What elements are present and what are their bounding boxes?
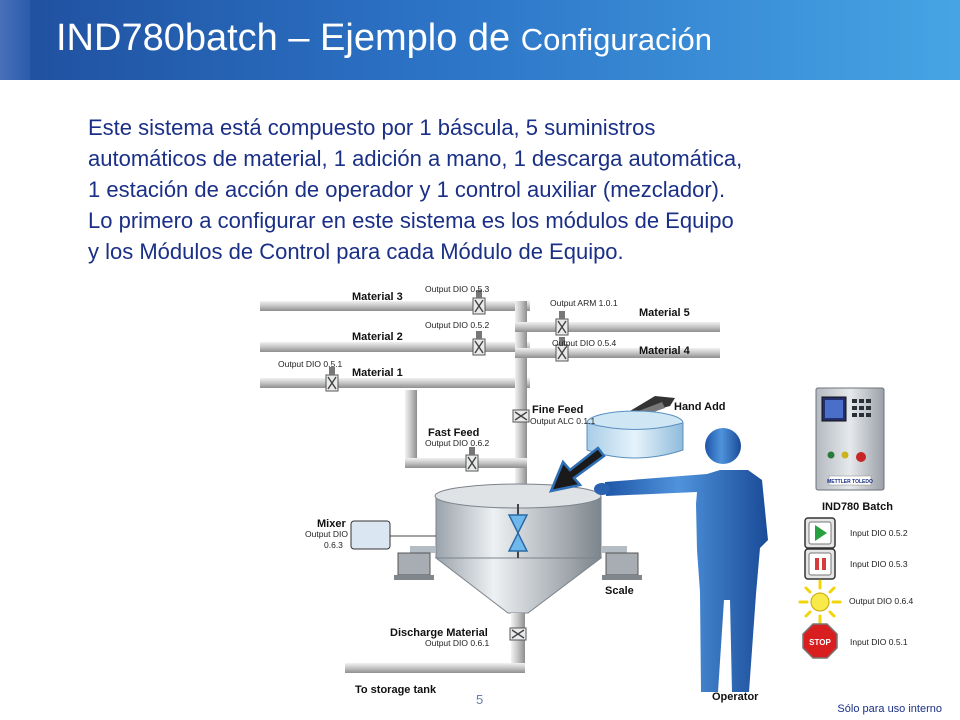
control-cabinet: METTLER TOLEDO — [815, 387, 885, 491]
label-output-dio-054: Output DIO 0.5.4 — [552, 338, 617, 348]
batch-system-diagram: METTLER TOLEDO STOP Material 3 Material — [260, 278, 960, 708]
discharge-piping — [345, 627, 527, 673]
stop-icon — [802, 623, 838, 659]
title-main: IND780batch – Ejemplo de — [56, 17, 511, 59]
mixer-blades — [507, 514, 529, 552]
label-terminal: IND780 Batch — [822, 501, 893, 513]
io-start-button — [804, 517, 836, 549]
tank-cone — [434, 557, 603, 614]
valve-fast-feed — [465, 447, 479, 472]
label-input-dio-053: Input DIO 0.5.3 — [850, 559, 908, 569]
label-scale: Scale — [605, 585, 634, 597]
valve-material-4 — [555, 337, 569, 362]
label-mixer-output-1: Output DIO — [305, 529, 348, 539]
hand-add-arrow — [548, 446, 606, 493]
label-material-1: Material 1 — [352, 367, 403, 379]
cabinet-red-button — [856, 452, 866, 462]
label-material-3: Material 3 — [352, 291, 403, 303]
description-line: 1 estación de acción de operador y 1 con… — [88, 177, 726, 202]
valve-material-1 — [325, 367, 339, 392]
label-mixer: Mixer — [317, 518, 346, 530]
description-line: Este sistema está compuesto por 1 báscul… — [88, 115, 656, 140]
internal-use-note: Sólo para uso interno — [837, 703, 942, 715]
mixer-motor-box — [350, 520, 391, 550]
label-hand-add: Hand Add — [674, 401, 726, 413]
stop-label: STOP — [809, 638, 831, 647]
io-light — [798, 579, 842, 625]
play-icon — [815, 525, 827, 541]
label-output-dio-062: Output DIO 0.6.2 — [425, 438, 490, 448]
pipe-material-3 — [260, 301, 530, 311]
terminal-keypad — [852, 399, 871, 417]
valve-material-5 — [555, 311, 569, 336]
label-input-dio-052: Input DIO 0.5.2 — [850, 528, 908, 538]
label-output-dio-051: Output DIO 0.5.1 — [278, 359, 343, 369]
label-material-4: Material 4 — [639, 345, 691, 357]
mixing-tank — [350, 483, 603, 633]
io-stop-button: STOP — [802, 623, 838, 659]
valve-discharge — [509, 627, 527, 641]
io-pause-button — [804, 548, 836, 580]
label-output-dio-061: Output DIO 0.6.1 — [425, 638, 490, 648]
scale-supports — [394, 546, 642, 580]
discharge-pipe-horizontal — [345, 663, 525, 673]
label-fast-feed: Fast Feed — [428, 427, 479, 439]
slide-title: IND780batch – Ejemplo de Configuración — [56, 17, 712, 60]
operator-head — [705, 428, 741, 464]
page-number: 5 — [476, 692, 484, 707]
diagram-svg: METTLER TOLEDO STOP Material 3 Material — [260, 284, 914, 703]
pipe-material-5 — [515, 322, 720, 332]
label-output-alc-011: Output ALC 0.1.1 — [530, 416, 595, 426]
pause-icon — [815, 558, 819, 570]
valve-material-3 — [472, 290, 486, 315]
label-discharge: Discharge Material — [390, 627, 488, 639]
label-material-5: Material 5 — [639, 307, 690, 319]
brand-plate — [828, 475, 872, 486]
hand-add-bowl — [586, 396, 684, 459]
label-storage-tank: To storage tank — [355, 684, 437, 696]
label-input-dio-051: Input DIO 0.5.1 — [850, 637, 908, 647]
label-output-dio-064: Output DIO 0.6.4 — [849, 596, 914, 606]
light-icon — [798, 579, 842, 625]
valve-fine-feed — [512, 409, 530, 423]
pipe-material-1 — [260, 378, 530, 388]
description-text: Este sistema está compuesto por 1 báscul… — [88, 112, 908, 267]
label-output-dio-053: Output DIO 0.5.3 — [425, 284, 490, 294]
label-fine-feed: Fine Feed — [532, 404, 583, 416]
label-operator: Operator — [712, 691, 759, 703]
valves — [325, 290, 569, 472]
cabinet-green-button — [827, 451, 835, 459]
title-tail: Configuración — [520, 22, 713, 57]
operator-figure — [594, 428, 768, 692]
pipe-material-4 — [515, 348, 720, 358]
cabinet-yellow-button — [841, 451, 849, 459]
label-output-dio-052: Output DIO 0.5.2 — [425, 320, 490, 330]
description-line: automáticos de material, 1 adición a man… — [88, 146, 743, 171]
description-line: Lo primero a configurar en este sistema … — [88, 208, 734, 233]
label-material-2: Material 2 — [352, 331, 403, 343]
operator-body — [605, 470, 768, 692]
brand-label: METTLER TOLEDO — [827, 479, 873, 485]
valve-material-2 — [472, 331, 486, 356]
label-mixer-output-2: 0.6.3 — [324, 540, 343, 550]
pipe-material-2 — [260, 342, 530, 352]
title-bar: IND780batch – Ejemplo de Configuración — [0, 0, 960, 80]
description-line: y los Módulos de Control para cada Módul… — [88, 239, 624, 264]
label-output-arm-101: Output ARM 1.0.1 — [550, 298, 618, 308]
pipe-fast-feed-vertical — [405, 390, 417, 460]
